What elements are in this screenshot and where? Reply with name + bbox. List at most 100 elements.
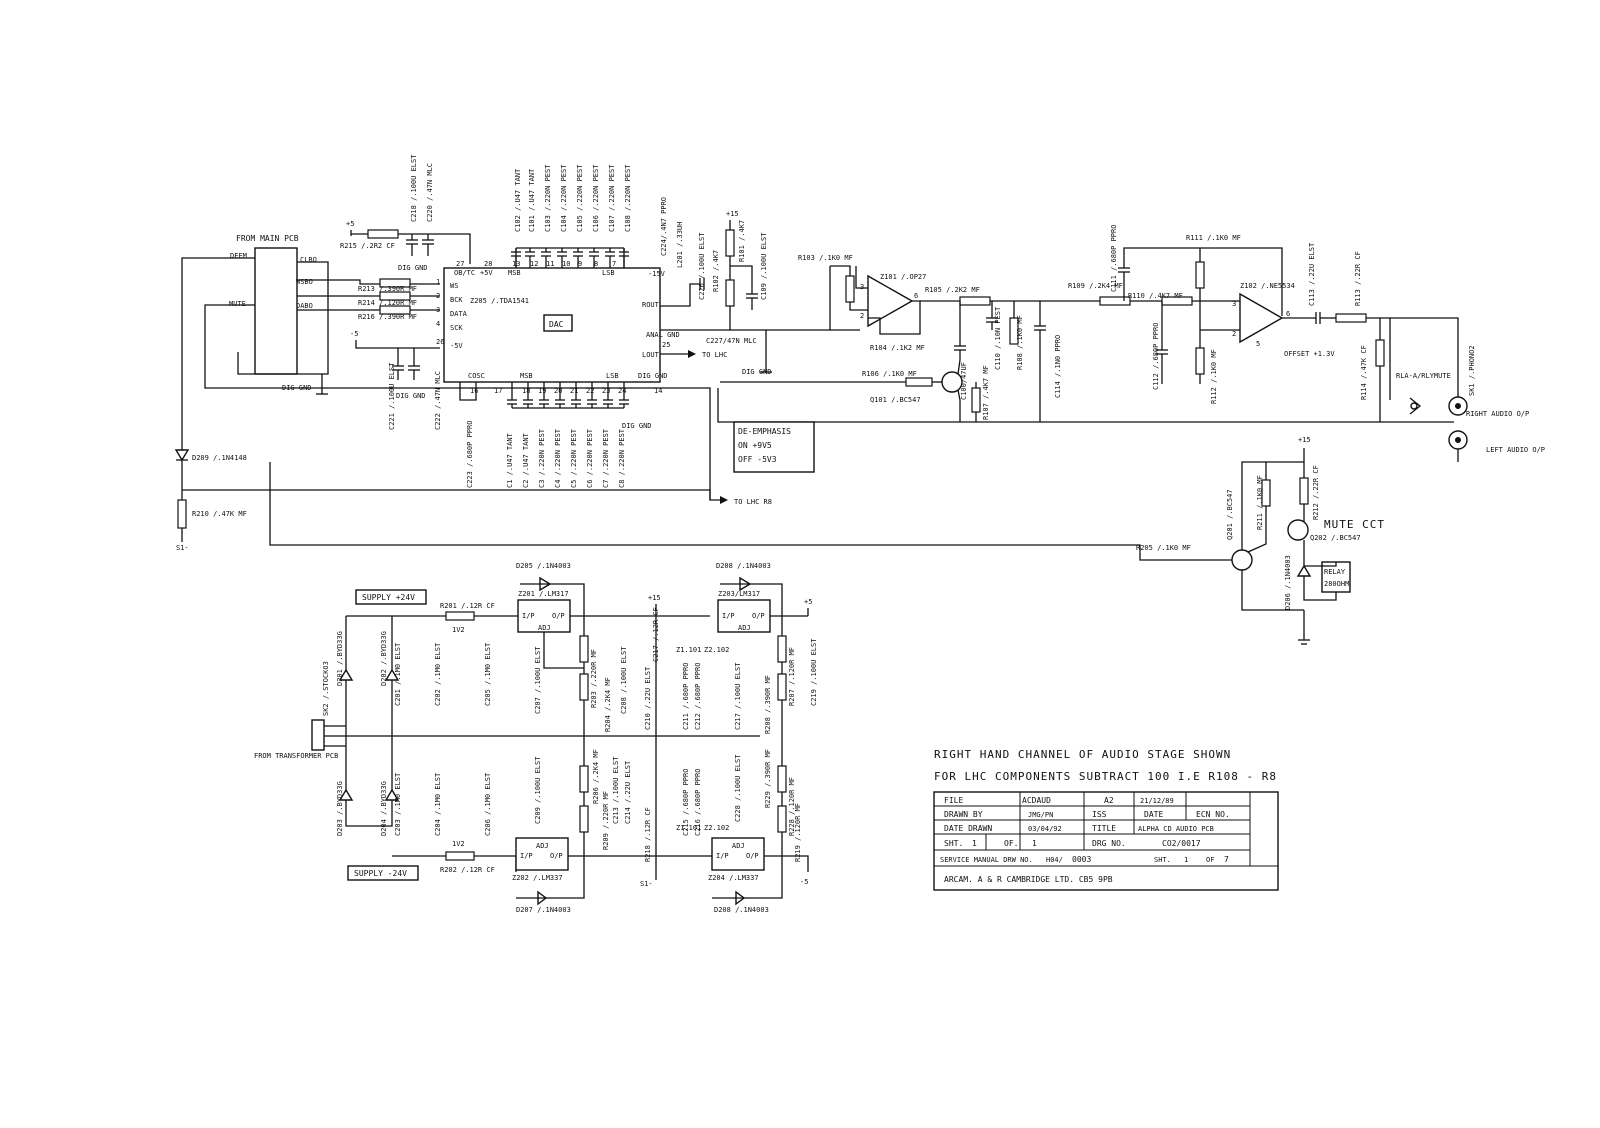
r102-label: R102 /.4K7 <box>712 250 720 292</box>
pin-ws: WS <box>450 282 458 290</box>
tb-date-drawn-value: 03/04/92 <box>1028 825 1062 833</box>
z204-op: O/P <box>746 852 759 860</box>
tb-sht-value: 1 <box>972 839 977 848</box>
c114-label: C114 /.1N0 PPRO <box>1054 335 1062 398</box>
r111-label: R111 /.1K0 MF <box>1186 234 1241 242</box>
tb-of-label: OF. <box>1004 839 1018 848</box>
dac-output-network: C224/.4N7 PPRO L201 /.33UH C226 /.100U E… <box>660 197 860 376</box>
z201-adj: ADJ <box>538 624 551 632</box>
d204-label: D204 /.BYD33G <box>380 781 388 836</box>
d208-label: D208 /.1N4003 <box>716 562 771 570</box>
pin-num-23: 23 <box>602 387 610 395</box>
z203-op: O/P <box>752 612 765 620</box>
tb-service-number: 0003 <box>1072 855 1091 864</box>
z202-ip: I/P <box>520 852 533 860</box>
dig-gnd-label-2: DIG GND <box>398 264 428 272</box>
r204-label: R204 /.2K4 MF <box>604 677 612 732</box>
power-supply: SUPPLY +24V SUPPLY -24V FROM TRANSFORMER… <box>254 562 818 914</box>
tb-title-label: TITLE <box>1092 824 1116 833</box>
dac-label: DAC <box>549 320 564 329</box>
dac-bottom-caps: C1 /.U47 TANT C2 /.U47 TANT C3 /.220N PE… <box>459 382 652 488</box>
d205-label: D205 /.1N4003 <box>516 562 571 570</box>
c2-label: C2 /.U47 TANT <box>522 432 530 488</box>
d201-label: D201 /.BYD33G <box>336 631 344 686</box>
deemphasis-title: DE-EMPHASIS <box>738 427 791 436</box>
pin-msb-bot: MSB <box>520 372 533 380</box>
pin-ob-tc: OB/TC <box>454 269 475 277</box>
r107-label: R107 /.4K7 MF <box>982 365 990 420</box>
right-output-label: RIGHT AUDIO O/P <box>1466 410 1529 418</box>
z101-pin2: 2 <box>860 312 864 320</box>
relay-label: RELAY <box>1324 568 1346 576</box>
r213-body <box>379 278 411 288</box>
c226-label: C226 /.100U ELST <box>698 232 706 300</box>
r201-label: R201 /.12R CF <box>440 602 495 610</box>
r101-body <box>725 229 735 257</box>
z204-ip: I/P <box>716 852 729 860</box>
offset-label: OFFSET +1.3V <box>1284 350 1335 358</box>
ne5534-stage: R109 /.2K4 MF R110 /.4K7 MF C111 /.680P … <box>1068 225 1545 462</box>
pin-num-21: 21 <box>570 387 578 395</box>
dac-top-caps: C102 /.U47 TANT C101 /.U47 TANT C103 /.2… <box>511 164 632 268</box>
r206-body <box>579 765 589 793</box>
plus15-label-1: +15 <box>726 210 739 218</box>
mute-cct-label: MUTE CCT <box>1324 518 1385 531</box>
dig-gnd-label-4: DIG GND <box>622 422 652 430</box>
r109-body <box>1099 296 1131 306</box>
z1101b-label: Z1.101 <box>676 824 701 832</box>
pin-num-22: 22 <box>586 387 594 395</box>
z102-label: Z102 /.NE5534 <box>1240 282 1295 290</box>
sk2-label: SK2 /.STOCKO3 <box>322 661 330 716</box>
c210-label: C210 /.22U ELST <box>644 666 652 730</box>
z101-label: Z101 /.OP27 <box>880 273 926 281</box>
d209-diode <box>174 449 190 462</box>
r219-label: R219 /.120R MF <box>794 803 802 862</box>
pin-num-27: 27 <box>456 260 464 268</box>
pin-msb-top: MSB <box>508 269 521 277</box>
c206-label: C206 /.1M0 ELST <box>484 772 492 836</box>
r212-body <box>1299 477 1309 505</box>
title-block: FILE ACDAUD A2 21/12/89 DRAWN BY JMG/PN … <box>933 791 1279 891</box>
r114-body <box>1375 339 1385 367</box>
pin-num-20: 20 <box>554 387 562 395</box>
main-pcb-wiring <box>181 257 711 500</box>
q201-label: Q201 /.BC547 <box>1226 489 1234 540</box>
r107-body <box>971 387 981 413</box>
d207-label: D207 /.1N4003 <box>516 906 571 914</box>
pin-num-12: 12 <box>530 260 538 268</box>
q202-transistor <box>1287 519 1309 541</box>
pin-num-25: 25 <box>662 341 670 349</box>
r216-body <box>379 305 411 315</box>
from-main-pcb-label: FROM MAIN PCB <box>236 234 299 243</box>
z102-opamp <box>1239 292 1284 344</box>
pin-num-17: 17 <box>494 387 502 395</box>
c216-label: C216 /.680P PPRO <box>694 769 702 836</box>
r113-body <box>1335 313 1367 323</box>
d206-diode <box>1296 564 1312 577</box>
c1-label: C1 /.U47 TANT <box>506 432 514 488</box>
signal-dabo: DABO <box>296 302 313 310</box>
d208b-label: D208 /.1N4003 <box>714 906 769 914</box>
c224-label: C224/.4N7 PPRO <box>660 197 668 256</box>
pin-num-18: 18 <box>522 387 530 395</box>
dac-ic: DAC Z205 /.TDA1541 WS BCK DATA SCK -5V 1… <box>436 260 680 395</box>
c201-label: C201 /.1M0 ELST <box>394 642 402 706</box>
tb-ecn-label: ECN NO. <box>1196 810 1230 819</box>
title-block-frame <box>933 791 1279 891</box>
r211-label: R211 /.1K0 MF <box>1256 475 1264 530</box>
c217-label: C217 /.12R CF <box>652 607 660 662</box>
supply-pos-label: SUPPLY +24V <box>362 593 415 602</box>
tb-date-label: DATE <box>1144 810 1163 819</box>
d206-label: D206 /.1N4003 <box>1284 555 1292 610</box>
c101-label: C101 /.U47 TANT <box>528 168 536 232</box>
r106-label: R106 /.1K0 MF <box>862 370 917 378</box>
c207-label: C207 /.100U ELST <box>534 646 542 714</box>
note-line-1: RIGHT HAND CHANNEL OF AUDIO STAGE SHOWN <box>934 748 1231 761</box>
c219-label: C219 /.100U ELST <box>810 638 818 706</box>
dac-label-box <box>543 314 573 332</box>
r101-label: R101 /.4K7 <box>738 220 746 262</box>
tb-file-value: ACDAUD <box>1022 796 1051 805</box>
c106-label: C106 /.220N PEST <box>592 164 600 232</box>
left-output-label: LEFT AUDIO O/P <box>1486 446 1545 454</box>
dig-gnd-label-6: DIG GND <box>742 368 772 376</box>
